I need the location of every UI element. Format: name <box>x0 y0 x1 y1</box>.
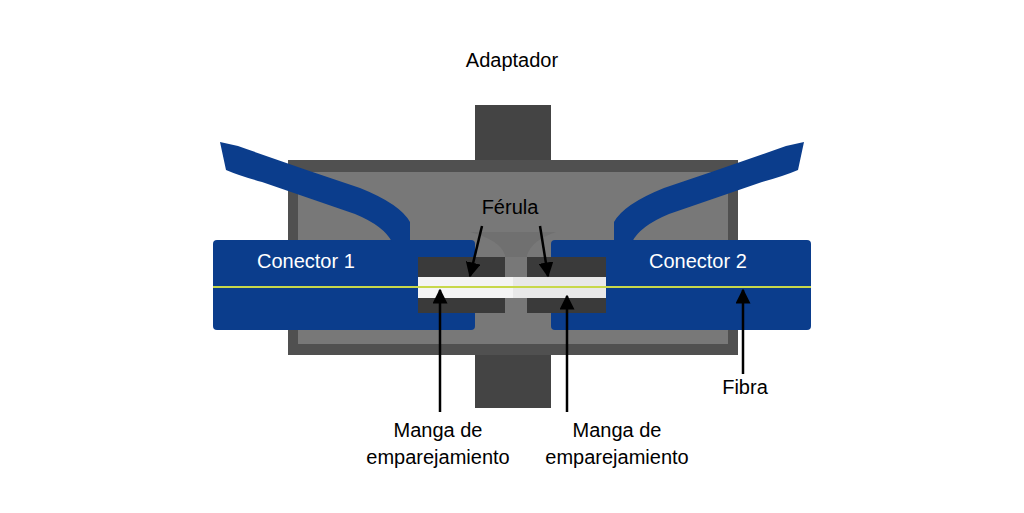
leader-line <box>439 290 442 412</box>
node-label: Conector 1 <box>257 249 355 273</box>
leader-line <box>540 226 548 276</box>
fibre-glow <box>213 285 811 290</box>
node-label: Adaptador <box>466 48 558 72</box>
latch <box>614 142 804 242</box>
part-label: Manga de emparejamiento <box>353 417 523 471</box>
part-label: Manga de emparejamiento <box>532 417 702 471</box>
node-label: Conector 2 <box>649 249 747 273</box>
connector-body: Conector 2 <box>605 240 811 330</box>
connector-body: Conector 1 <box>213 240 420 330</box>
part-label: Férula <box>450 194 570 221</box>
adapter-housing: Adaptador <box>400 46 624 76</box>
fibre <box>213 286 811 288</box>
leader-line <box>566 296 569 412</box>
leader-line <box>470 226 482 276</box>
leader-line <box>742 290 745 374</box>
part-label: Fibra <box>705 374 785 401</box>
latch <box>220 142 410 242</box>
